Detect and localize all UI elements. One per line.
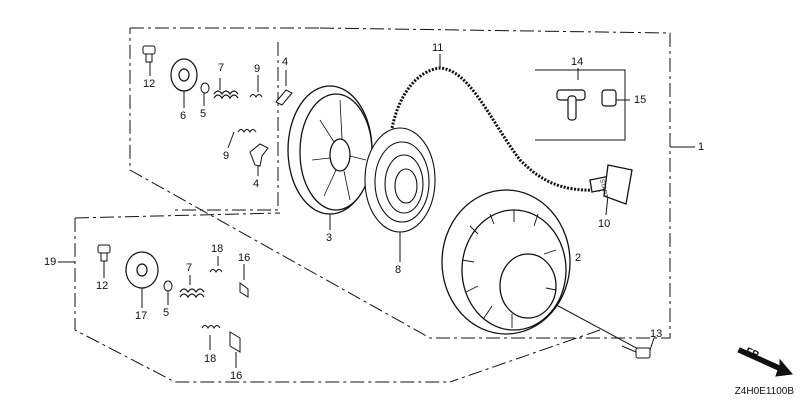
- callout-1: 1: [698, 141, 705, 153]
- callout-18-upper: 18: [211, 243, 224, 255]
- assembly-boundary-lower: [74, 212, 601, 383]
- callout-12-lower: 12: [96, 280, 109, 292]
- part-5-washer-lower: [163, 280, 173, 292]
- part-9-spring-upper: [249, 94, 263, 98]
- part-12-bolt-lower: [97, 244, 111, 262]
- part-6-ratchet-upper: [170, 58, 198, 92]
- callout-13: 13: [650, 328, 663, 340]
- part-8-recoil-spring: [364, 127, 436, 233]
- callout-5-lower: 5: [163, 307, 170, 319]
- part-15-rope-stopper: [601, 89, 617, 107]
- part-5-washer-upper: [200, 82, 210, 94]
- part-14-handle-grip: [556, 89, 586, 121]
- callout-18-lower: 18: [204, 353, 217, 365]
- part-13-flange-bolt: [621, 345, 651, 359]
- part-3-reel: [287, 85, 373, 215]
- callout-12-upper: 12: [143, 78, 156, 90]
- part-4-guide-lower: [249, 143, 269, 167]
- callout-16-upper: 16: [238, 252, 251, 264]
- handle-set-box: [535, 69, 626, 141]
- part-10-starter-handle: [589, 164, 633, 205]
- callout-14: 14: [571, 56, 584, 68]
- part-12-bolt-upper: [142, 45, 156, 63]
- diagram-code-label: Z4H0E1100B: [734, 386, 794, 397]
- part-18-spring-upper: [209, 269, 223, 273]
- callout-8: 8: [395, 264, 402, 276]
- callout-5-upper: 5: [200, 108, 207, 120]
- callout-9-upper: 9: [254, 63, 261, 75]
- assembly-boundary-upper: [129, 27, 671, 339]
- part-17-ratchet-lower: [125, 251, 159, 289]
- callout-15: 15: [634, 94, 647, 106]
- part-16-clip-upper: [239, 282, 249, 298]
- part-7-spring-lower: [179, 288, 205, 299]
- front-direction-arrow: [737, 347, 793, 377]
- callout-11: 11: [432, 42, 444, 54]
- part-2-starter-case: [441, 189, 571, 335]
- callout-4-upper: 4: [282, 56, 289, 68]
- callout-4-lower: 4: [253, 178, 260, 190]
- callout-19: 19: [44, 256, 57, 268]
- part-18-spring-lower: [201, 325, 221, 329]
- callout-7-upper: 7: [218, 62, 225, 74]
- callout-2: 2: [575, 252, 582, 264]
- callout-16-lower: 16: [230, 370, 243, 382]
- callout-7-lower: 7: [186, 262, 193, 274]
- callout-6: 6: [180, 110, 187, 122]
- part-9-spring-lower: [237, 129, 257, 133]
- callout-10: 10: [598, 218, 611, 230]
- part-7-spring-upper: [213, 90, 239, 100]
- callout-17: 17: [135, 310, 148, 322]
- callout-3: 3: [326, 232, 333, 244]
- part-11-rope: [390, 66, 601, 192]
- part-4-guide-upper: [275, 89, 293, 106]
- part-16-clip-lower: [229, 331, 241, 353]
- callout-9-lower: 9: [223, 150, 230, 162]
